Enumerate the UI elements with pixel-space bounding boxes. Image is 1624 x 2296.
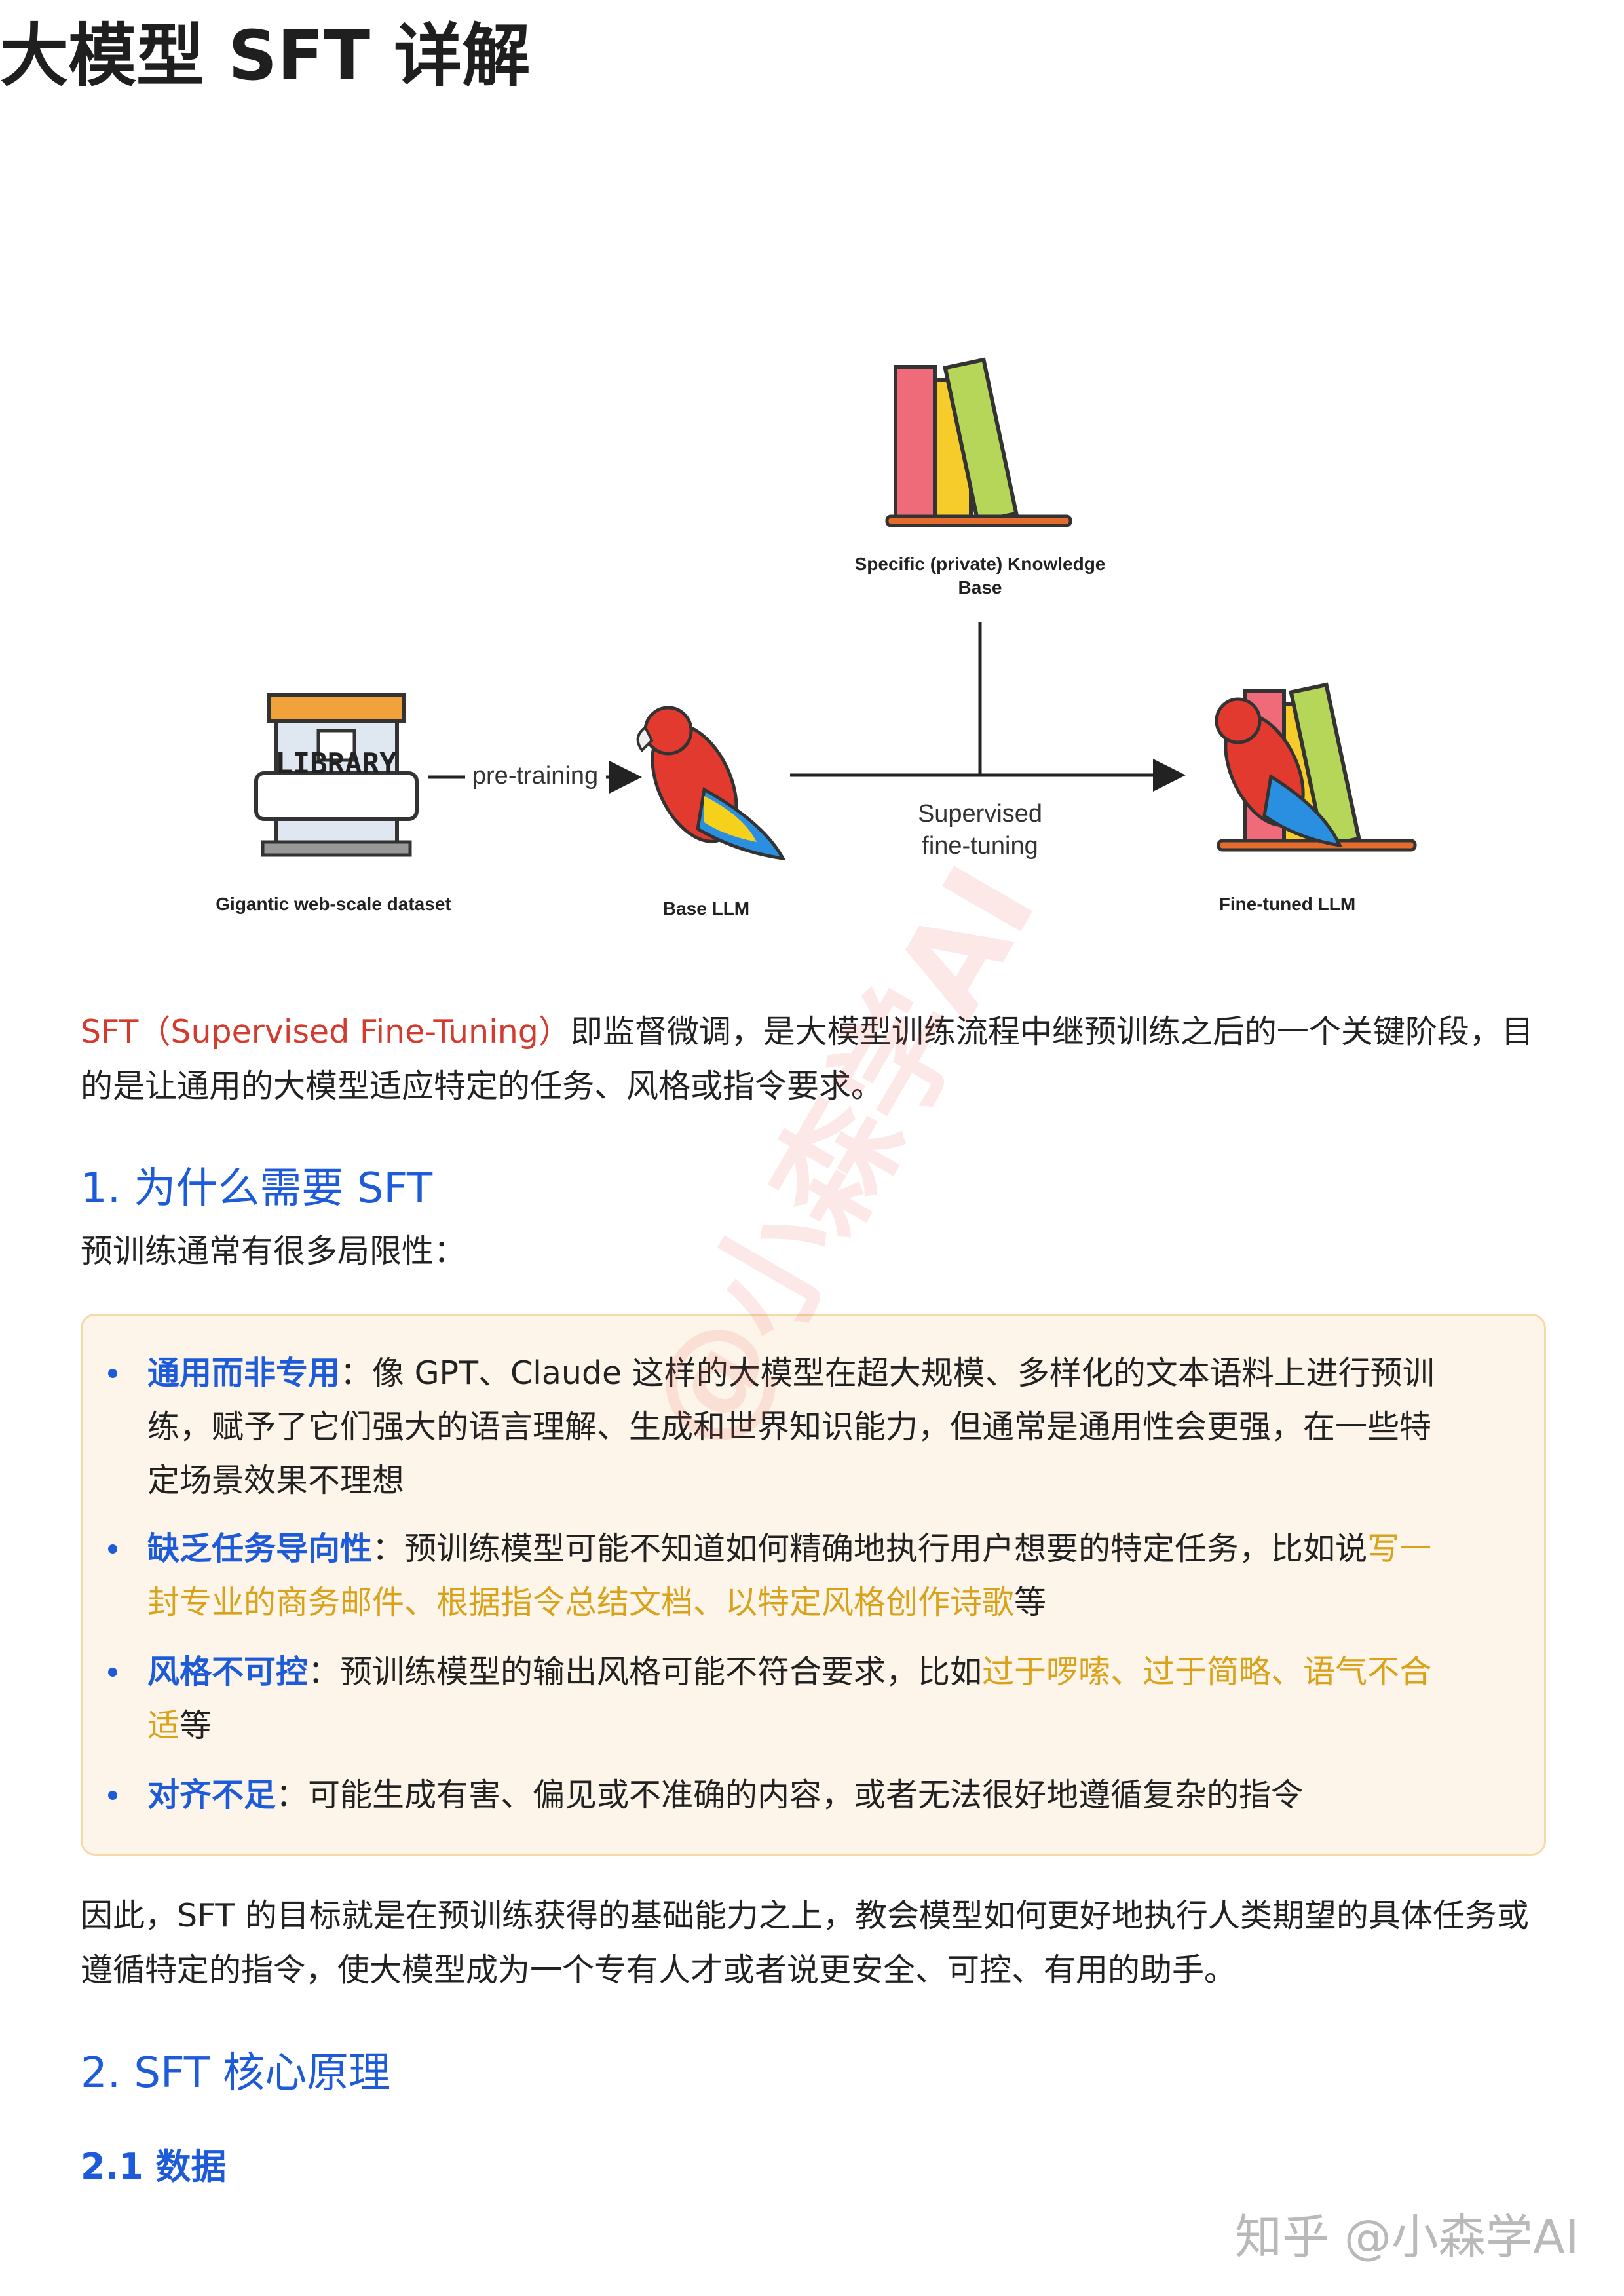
bullet-tail: 等 (179, 1707, 212, 1744)
list-item: 风格不可控：预训练模型的输出风格可能不符合要求，比如过于啰嗦、过于简略、语气不合… (108, 1645, 1438, 1753)
section-1-lead: 预训练通常有很多局限性： (81, 1233, 466, 1270)
base-llm-parrot-icon (636, 706, 786, 861)
pretraining-label: pre-training (472, 762, 599, 790)
bullet-highlight: 写一封专业的商务邮件、根据指令总结文档、以特定风格创作诗歌 (147, 1530, 1432, 1621)
bullet-highlight: 过于啰嗦、过于简略、语气不合适 (147, 1653, 1432, 1744)
finetuned-llm-icon (1215, 682, 1417, 852)
bullet-keyword: 缺乏任务导向性 (147, 1530, 373, 1567)
library-sign: LIBRARY (275, 747, 397, 780)
page-title: 大模型 SFT 详解 (0, 16, 531, 96)
conclusion-paragraph: 因此，SFT 的目标就是在预训练获得的基础能力之上，教会模型如何更好地执行人类期… (81, 1897, 1529, 1989)
diagram-graphics: LIBRARY (254, 357, 1417, 861)
kb-label-line2: Base (958, 577, 1002, 598)
bullet-text: ：预训练模型可能不知道如何精确地执行用户想要的特定任务，比如说 (372, 1530, 1368, 1567)
dataset-label: Gigantic web-scale dataset (216, 894, 451, 914)
bullet-text: ：可能生成有害、偏见或不准确的内容，或者无法很好地遵循复杂的指令 (276, 1776, 1304, 1814)
section-1-heading: 1. 为什么需要 SFT (81, 1164, 433, 1213)
base-llm-label: Base LLM (662, 898, 750, 919)
bullet-keyword: 对齐不足 (147, 1776, 276, 1814)
bullet-tail: 等 (1014, 1584, 1047, 1621)
limitations-callout (81, 1314, 1546, 1856)
sft-term: SFT（Supervised Fine-Tuning） (81, 1013, 571, 1050)
list-item: 对齐不足：可能生成有害、偏见或不准确的内容，或者无法很好地遵循复杂的指令 (108, 1769, 1438, 1822)
list-item: 通用而非专用：像 GPT、Claude 这样的大模型在超大规模、多样化的文本语料… (108, 1347, 1438, 1508)
intro-text: 即监督微调，是大模型训练流程中继预训练之后的一个关键阶段，目的是让通用的大模型适… (81, 1013, 1534, 1105)
sft-label-line1: Supervised (917, 800, 1043, 828)
section-2-heading: 2. SFT 核心原理 (81, 2049, 391, 2097)
bullet-keyword: 风格不可控 (147, 1653, 309, 1691)
section-2-1-heading: 2.1 数据 (81, 2146, 227, 2187)
bullet-text: ：像 GPT、Claude 这样的大模型在超大规模、多样化的文本语料上进行预训练… (147, 1354, 1435, 1499)
intro-paragraph: SFT（Supervised Fine-Tuning）即监督微调，是大模型训练流… (81, 1004, 1548, 1113)
zhihu-footer-watermark: 知乎 @小森学AI (1235, 2210, 1579, 2265)
library-icon (254, 693, 419, 857)
bullet-text: ：预训练模型的输出风格可能不符合要求，比如 (308, 1653, 983, 1691)
sft-label-line2: fine-tuning (922, 832, 1038, 860)
finetuned-label: Fine-tuned LLM (1218, 894, 1356, 914)
knowledge-books-icon (885, 357, 1072, 527)
bullet-keyword: 通用而非专用 (147, 1354, 341, 1392)
kb-label-line1: Specific (private) Knowledge (854, 554, 1106, 574)
list-item: 缺乏任务导向性：预训练模型可能不知道如何精确地执行用户想要的特定任务，比如说写一… (108, 1522, 1438, 1630)
